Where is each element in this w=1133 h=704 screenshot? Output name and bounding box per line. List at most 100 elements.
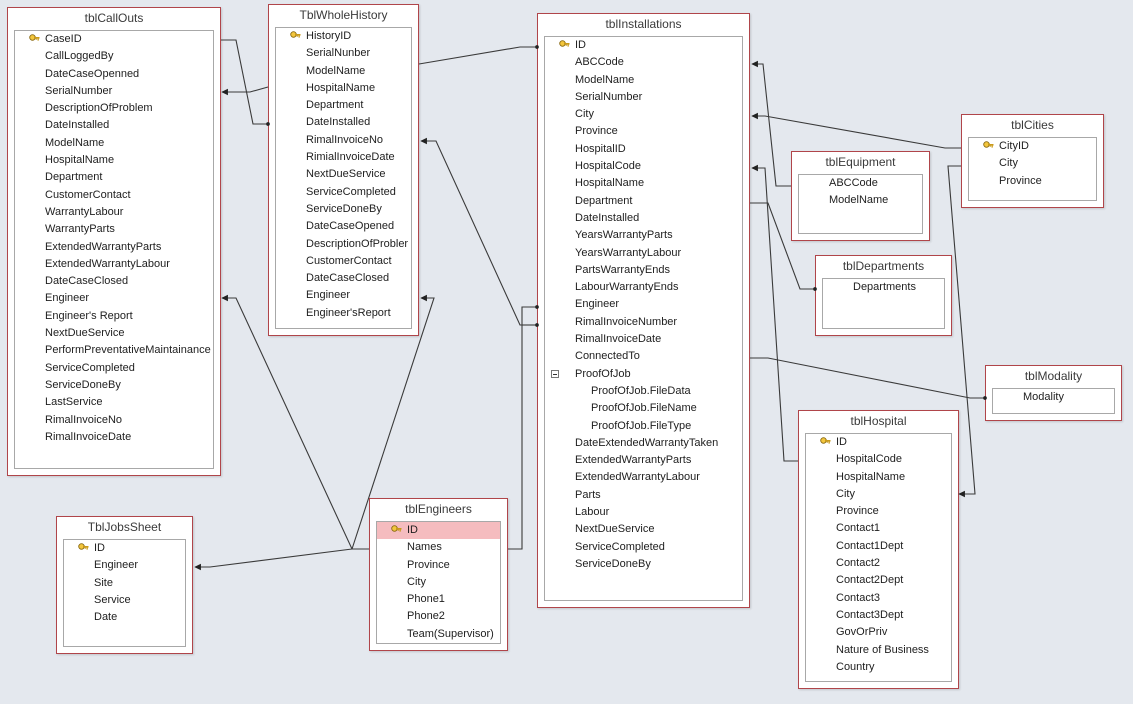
field-row[interactable]: ConnectedTo	[545, 348, 742, 365]
field-row[interactable]: PartsWarrantyEnds	[545, 262, 742, 279]
field-row[interactable]: DateInstalled	[15, 117, 213, 134]
relationship-line[interactable]	[221, 39, 270, 126]
table-title[interactable]: tblEquipment	[825, 155, 896, 169]
field-row[interactable]: Phone1	[377, 591, 500, 608]
field-row[interactable]: Names	[377, 539, 500, 556]
field-row[interactable]: Country	[806, 659, 951, 676]
field-row[interactable]: WarrantyParts	[15, 221, 213, 238]
field-row[interactable]: RimalInvoiceNumber	[545, 314, 742, 331]
field-row[interactable]: ABCCode	[545, 54, 742, 71]
field-row[interactable]: Department	[15, 169, 213, 186]
field-row[interactable]: ID	[64, 540, 185, 557]
field-row[interactable]: ModelName	[799, 192, 922, 209]
field-row[interactable]: City	[806, 486, 951, 503]
field-row[interactable]: City	[545, 106, 742, 123]
collapse-icon[interactable]	[551, 369, 559, 378]
field-row[interactable]: RimialInvoiceDate	[276, 149, 411, 166]
field-row[interactable]: ModelName	[276, 63, 411, 80]
field-row[interactable]: SerialNunber	[276, 45, 411, 62]
field-row[interactable]: YearsWarrantyLabour	[545, 245, 742, 262]
field-row[interactable]: ServiceCompleted	[545, 539, 742, 556]
field-row[interactable]: Phone2	[377, 608, 500, 625]
field-row[interactable]: ServiceDoneBy	[276, 201, 411, 218]
field-row[interactable]: ModelName	[15, 135, 213, 152]
field-list[interactable]: Modality	[992, 388, 1115, 414]
relationship-line[interactable]	[508, 305, 539, 550]
field-row[interactable]: CallLoggedBy	[15, 48, 213, 65]
field-row[interactable]: SerialNumber	[545, 89, 742, 106]
field-row[interactable]: DateCaseOpenned	[15, 66, 213, 83]
field-row[interactable]: HospitalCode	[545, 158, 742, 175]
field-row[interactable]: YearsWarrantyParts	[545, 227, 742, 244]
table-title[interactable]: tblModality	[1024, 369, 1083, 383]
relationship-line[interactable]	[418, 45, 539, 65]
field-row[interactable]: DescriptionOfProblem	[15, 100, 213, 117]
field-row[interactable]: HospitalName	[545, 175, 742, 192]
table-title[interactable]: tblCities	[1011, 118, 1054, 132]
field-row[interactable]: Engineer	[64, 557, 185, 574]
field-row[interactable]: ServiceCompleted	[276, 184, 411, 201]
field-row[interactable]: DateInstalled	[545, 210, 742, 227]
field-row[interactable]: Province	[545, 123, 742, 140]
field-row[interactable]: WarrantyLabour	[15, 204, 213, 221]
field-row[interactable]: NextDueService	[276, 166, 411, 183]
field-row[interactable]: City	[969, 155, 1096, 172]
table-tblmodality[interactable]: tblModality Modality	[985, 365, 1122, 421]
field-row[interactable]: Engineer	[15, 290, 213, 307]
field-row[interactable]: Province	[969, 173, 1096, 190]
field-row[interactable]: DateInstalled	[276, 114, 411, 131]
field-row[interactable]: DateCaseOpened	[276, 218, 411, 235]
field-row[interactable]: DateCaseClosed	[276, 270, 411, 287]
field-row[interactable]: Engineer	[545, 296, 742, 313]
field-row[interactable]: Department	[545, 193, 742, 210]
field-row[interactable]: Contact3Dept	[806, 607, 951, 624]
field-row[interactable]: Parts	[545, 487, 742, 504]
field-row[interactable]: ProofOfJob.FileName	[545, 400, 742, 417]
field-row[interactable]: ProofOfJob.FileType	[545, 418, 742, 435]
table-title[interactable]: tblCallOuts	[84, 11, 144, 25]
field-row[interactable]: RimalInvoiceDate	[545, 331, 742, 348]
field-row[interactable]: Modality	[993, 389, 1114, 406]
relationship-line[interactable]	[751, 60, 791, 187]
field-row[interactable]: HospitalID	[545, 141, 742, 158]
field-row[interactable]: Site	[64, 575, 185, 592]
field-row[interactable]: DescriptionOfProbler	[276, 236, 411, 253]
field-row[interactable]: Contact3	[806, 590, 951, 607]
relationship-line[interactable]	[420, 137, 537, 326]
field-row[interactable]: LastService	[15, 394, 213, 411]
field-row[interactable]: RimalInvoiceDate	[15, 429, 213, 446]
field-row[interactable]: NextDueService	[15, 325, 213, 342]
field-row[interactable]: Contact2	[806, 555, 951, 572]
field-row[interactable]: LabourWarrantyEnds	[545, 279, 742, 296]
field-row[interactable]: ProofOfJob.FileData	[545, 383, 742, 400]
field-row[interactable]: HospitalCode	[806, 451, 951, 468]
relationship-line[interactable]	[194, 548, 353, 571]
field-row[interactable]: Contact1Dept	[806, 538, 951, 555]
field-row[interactable]: GovOrPriv	[806, 624, 951, 641]
field-row[interactable]: ServiceDoneBy	[545, 556, 742, 573]
table-title[interactable]: tblEngineers	[405, 502, 472, 516]
field-row[interactable]: HistoryID	[276, 28, 411, 45]
field-row[interactable]: DateExtendedWarrantyTaken	[545, 435, 742, 452]
field-row[interactable]: Province	[806, 503, 951, 520]
field-row[interactable]: ABCCode	[799, 175, 922, 192]
field-row[interactable]: ServiceDoneBy	[15, 377, 213, 394]
field-row[interactable]: Labour	[545, 504, 742, 521]
field-row[interactable]: Contact2Dept	[806, 572, 951, 589]
field-row[interactable]: ID	[377, 522, 500, 540]
table-title[interactable]: tblHospital	[850, 414, 907, 428]
table-tbldepartments[interactable]: tblDepartments Departments	[815, 255, 952, 336]
field-row[interactable]: RimalInvoiceNo	[15, 412, 213, 429]
